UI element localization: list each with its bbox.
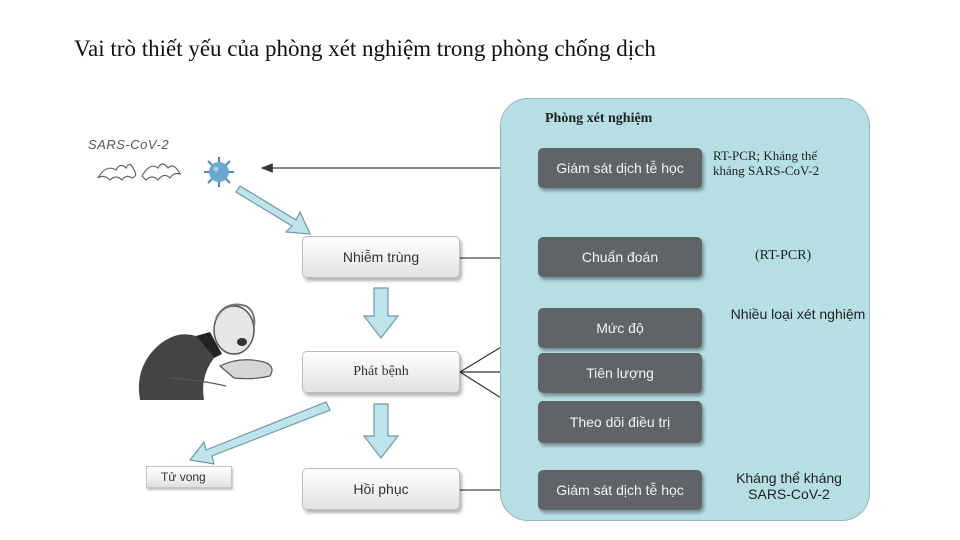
note-surveillance-tests: RT-PCR; Kháng thể kháng SARS-CoV-2 [713, 148, 820, 178]
stage-infection: Nhiễm trùng [302, 236, 460, 278]
page-title: Vai trò thiết yếu của phòng xét nghiệm t… [74, 36, 656, 61]
death-label: Tử vong [146, 466, 232, 488]
virus-icon [204, 157, 234, 187]
note-recovery-test: Kháng thể kháng SARS-CoV-2 [736, 470, 842, 502]
note-diagnosis-test: (RT-PCR) [755, 248, 812, 263]
sick-person-image [138, 303, 273, 400]
lab-box-surveillance-bottom: Giám sát dịch tễ học [538, 470, 702, 510]
stage-recovery: Hồi phục [302, 468, 460, 510]
lab-box-diagnosis: Chuẩn đoán [538, 237, 702, 277]
virus-label: SARS-CoV-2 [88, 137, 170, 152]
lab-box-treatment-monitoring: Theo dõi điều trị [538, 401, 702, 443]
stage-onset: Phát bệnh [302, 351, 460, 393]
note-multiple-tests: Nhiều loại xét nghiệm [730, 306, 866, 322]
bat-icon [97, 163, 182, 181]
lab-box-prognosis: Tiên lượng [538, 353, 702, 393]
lab-box-surveillance-top: Giám sát dịch tễ học [538, 148, 702, 188]
lab-panel-title: Phòng xét nghiệm [545, 111, 653, 126]
lab-box-severity: Mức độ [538, 308, 702, 348]
